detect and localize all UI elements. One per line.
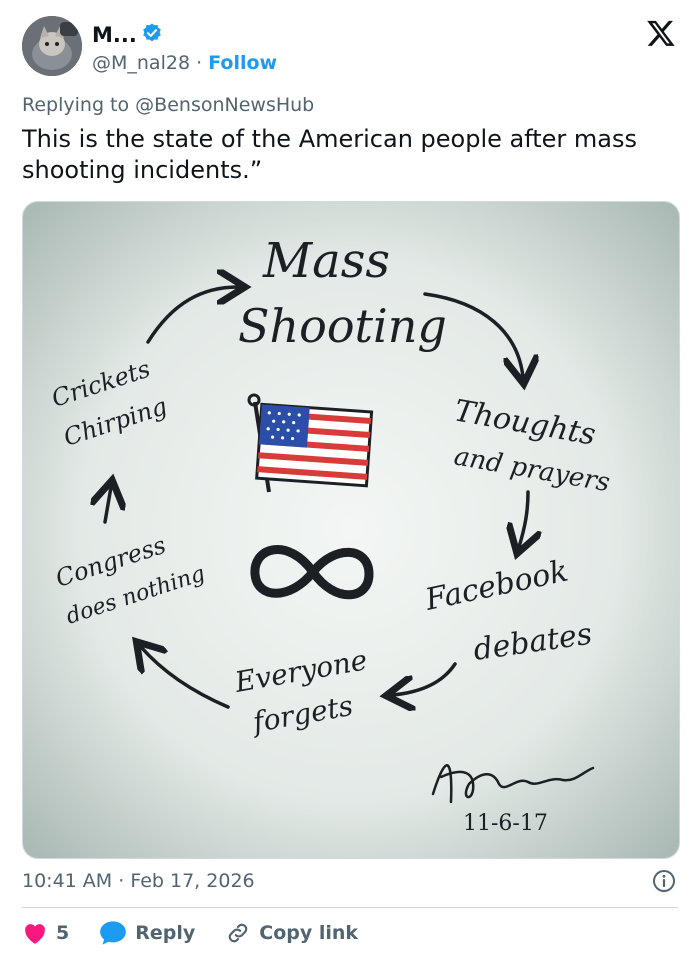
replying-to-prefix: Replying to: [22, 94, 130, 116]
timestamp-date[interactable]: Feb 17, 2026: [130, 870, 255, 892]
wb-arrow-thoughts-to-facebook: [519, 490, 528, 547]
handle-separator: ·: [196, 52, 203, 74]
like-button[interactable]: 5: [22, 921, 69, 945]
reply-button[interactable]: Reply: [99, 920, 195, 946]
link-icon: [228, 923, 248, 943]
follow-button[interactable]: Follow: [208, 52, 278, 74]
whiteboard-drawing: Mass Shooting Thoughts and prayers Faceb…: [23, 202, 679, 858]
infinity-drawing: [250, 545, 374, 600]
wb-arrow-crickets-to-shooting: [146, 287, 238, 344]
info-icon[interactable]: [652, 869, 676, 893]
replying-to-mention[interactable]: @BensonNewsHub: [135, 94, 315, 116]
wb-top-line2: Shooting: [238, 299, 447, 353]
x-logo-icon[interactable]: [646, 18, 676, 48]
reply-label: Reply: [135, 922, 196, 944]
like-count: 5: [56, 922, 70, 944]
divider: [22, 907, 678, 908]
author-handle[interactable]: @M_nal28: [92, 52, 191, 74]
wb-date: 11-6-17: [463, 811, 548, 836]
tweet-media-image[interactable]: Mass Shooting Thoughts and prayers Faceb…: [22, 201, 680, 859]
tweet-header: M... @M_nal28 · Follow: [22, 14, 678, 80]
tweet-text: This is the state of the American people…: [22, 125, 638, 184]
wb-arrow-forgets-to-congress: [141, 647, 230, 709]
replying-to-line: Replying to @BensonNewsHub: [22, 94, 314, 116]
signature-drawing: [431, 764, 595, 804]
heart-icon: [25, 924, 45, 944]
wb-arrow-congress-to-crickets: [105, 487, 111, 524]
author-name[interactable]: M...: [92, 23, 137, 47]
timestamp-separator: ·: [118, 870, 125, 892]
tweet-timestamp[interactable]: 10:41 AM · Feb 17, 2026: [22, 870, 255, 892]
copy-link-label: Copy link: [259, 922, 359, 944]
wb-top-line1: Mass: [262, 233, 390, 289]
wb-arrow-shooting-to-thoughts: [423, 292, 523, 377]
chat-bubble-icon: [100, 921, 127, 945]
verified-badge-icon: [141, 22, 163, 48]
wb-arrow-facebook-to-forgets: [393, 662, 457, 695]
copy-link-button[interactable]: Copy link: [225, 920, 358, 946]
tweet-actions: 5 Reply Copy link: [22, 918, 388, 948]
timestamp-time[interactable]: 10:41 AM: [22, 870, 113, 892]
avatar[interactable]: [22, 16, 82, 76]
flag-drawing: [247, 393, 374, 493]
